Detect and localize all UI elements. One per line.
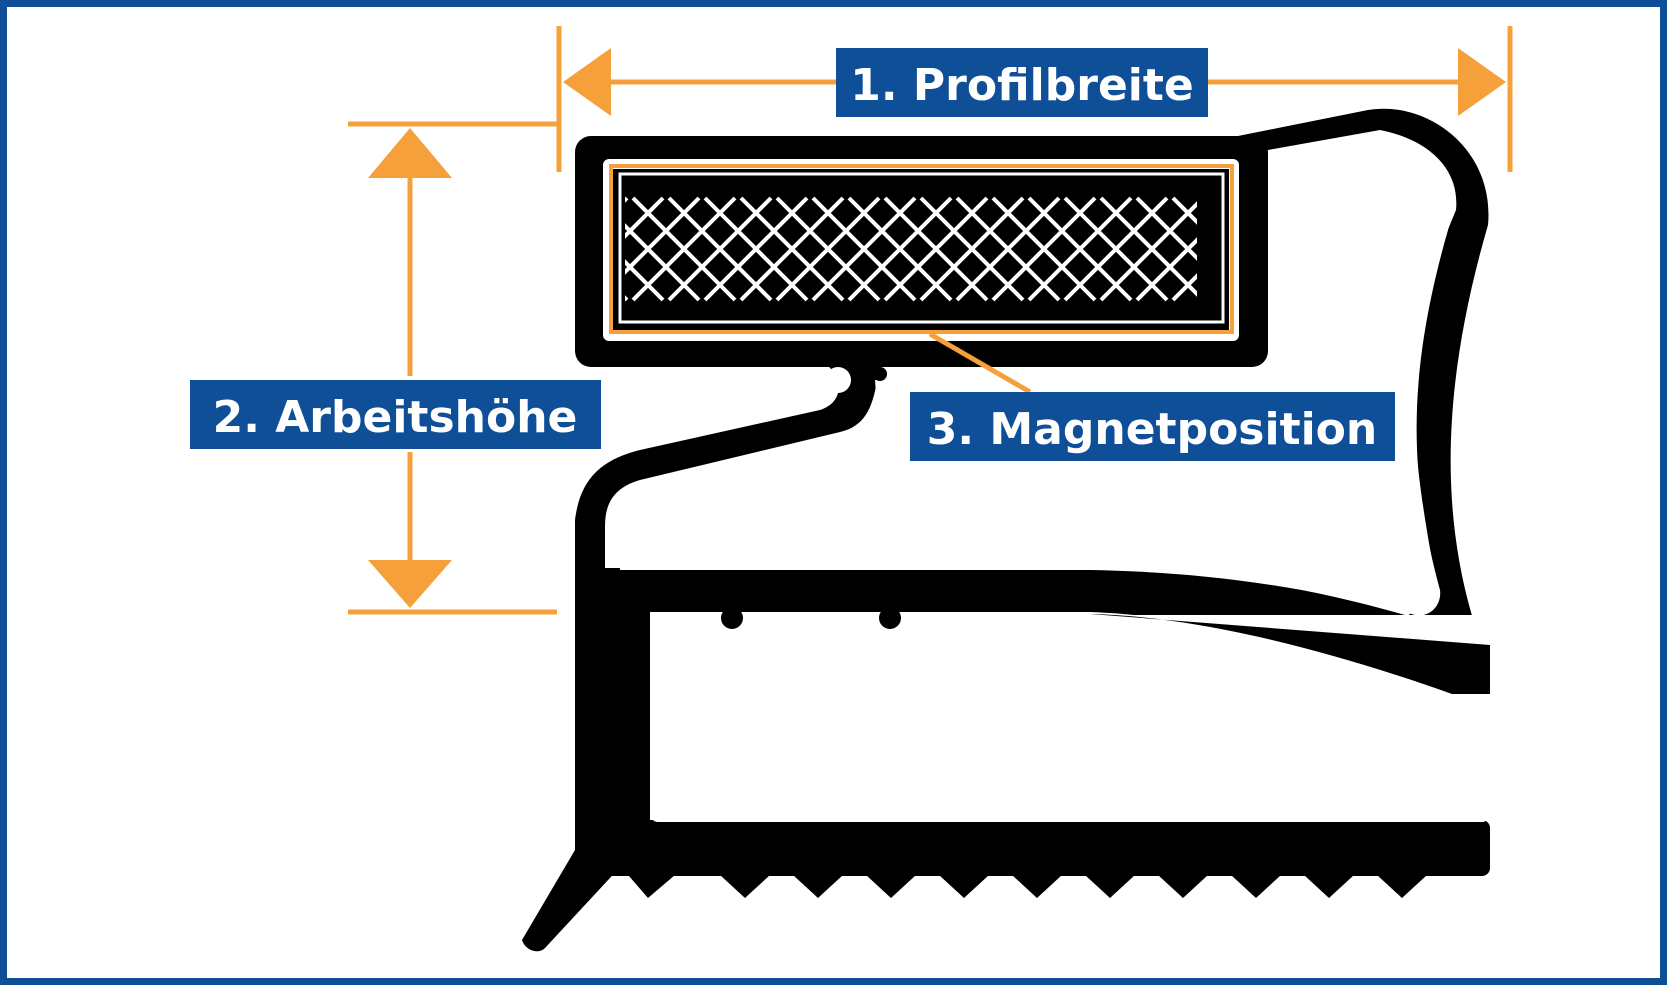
crosshatch-lines: [625, 196, 1197, 302]
arrow-left-icon: [563, 48, 611, 116]
label-profile-width: 1. Profilbreite: [836, 48, 1208, 117]
gasket-beam: [575, 568, 1405, 645]
lower-chamber: [650, 615, 1490, 822]
gasket-left-wall: [575, 568, 650, 838]
label-magnet-position-text: 3. Magnetposition: [927, 404, 1377, 455]
gasket-fins: [622, 868, 1440, 898]
label-profile-width-text: 1. Profilbreite: [850, 60, 1194, 111]
bulb-inner: [620, 140, 1450, 616]
profile-cutouts: [620, 140, 1490, 822]
arrow-up-icon: [368, 128, 452, 178]
magnet-orange-outline: [609, 164, 1234, 334]
label-working-height-text: 2. Arbeitshöhe: [213, 392, 578, 443]
lower-chamber-walls: [721, 607, 1490, 694]
gasket-neck: [575, 360, 882, 580]
dimension-lines: [348, 26, 1513, 615]
gasket-base: [575, 820, 1490, 876]
label-magnet-position: 3. Magnetposition: [910, 392, 1395, 461]
magnet-crosshatch-icon: [625, 196, 1197, 302]
gasket-foot: [522, 830, 622, 952]
arrow-right-icon: [1458, 48, 1506, 116]
dimension-arrowheads: [368, 48, 1506, 608]
label-working-height: 2. Arbeitshöhe: [190, 380, 601, 449]
neck-hole: [825, 367, 851, 393]
arrow-down-icon: [368, 560, 452, 608]
